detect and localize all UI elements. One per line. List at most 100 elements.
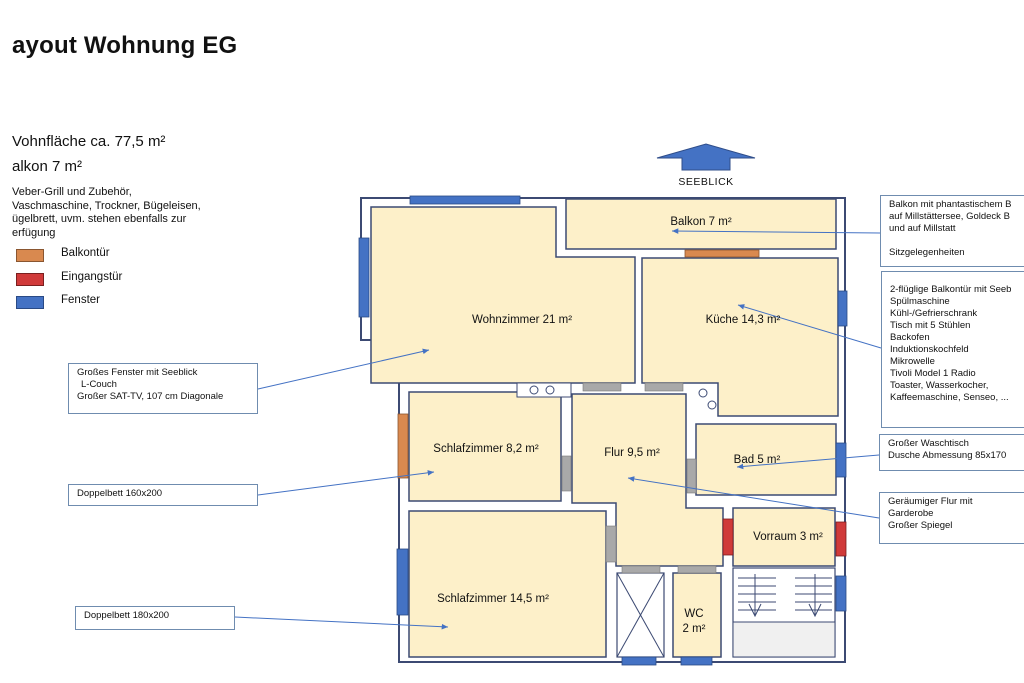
note-line: Induktionskochfeld	[890, 344, 969, 355]
room-label-bad: Bad 5 m²	[733, 454, 781, 466]
window	[621, 656, 657, 666]
interior-door	[677, 565, 717, 574]
callout-arrow	[257, 470, 435, 496]
note-line: Sitzgelegenheiten	[889, 247, 965, 258]
room-wc	[672, 572, 722, 658]
room-bad	[695, 423, 837, 496]
seeblick-arrow-icon	[656, 143, 756, 171]
extras-note-line: Vaschmaschine, Trockner, Bügeleisen,	[12, 200, 201, 214]
seeblick-label: SEEBLICK	[678, 176, 734, 188]
interior-door	[621, 565, 661, 574]
interior-door	[686, 458, 697, 494]
note-line: Kühl-/Gefrierschrank	[890, 308, 978, 319]
note-line: Tisch mit 5 Stühlen	[890, 320, 971, 331]
callout-arrow	[737, 304, 882, 349]
extras-note-line: ügelbrett, uvm. stehen ebenfalls zur	[12, 213, 187, 225]
note-bath: Großer Waschtisch Dusche Abmessung 85x17…	[879, 434, 1024, 471]
room-label-vorraum: Vorraum 3 m²	[753, 531, 823, 543]
room-label-schlafzimmer-2: Schlafzimmer 14,5 m²	[437, 593, 549, 605]
callout-arrow	[257, 348, 430, 390]
page-title: ayout Wohnung EG	[12, 32, 238, 59]
room-label-flur: Flur 9,5 m²	[604, 447, 660, 459]
interior-door	[561, 455, 572, 492]
living-area-text: Vohnfläche ca. 77,5 m²	[12, 133, 166, 150]
note-line: Toaster, Wasserkocher,	[890, 380, 989, 391]
note-line: L-Couch	[81, 379, 117, 390]
room-label-balkon: Balkon 7 m²	[670, 216, 732, 228]
note-line: Backofen	[890, 332, 930, 343]
room-kueche	[641, 257, 839, 417]
room-balkon	[565, 198, 837, 250]
note-line: Großer Waschtisch	[888, 438, 969, 449]
callout-arrow	[234, 616, 449, 630]
room-label-wc: WC	[684, 608, 704, 620]
window	[358, 237, 370, 318]
room-label-wc-area: 2 m²	[682, 623, 706, 635]
installation-shaft	[616, 572, 665, 658]
legend-swatch-fenster	[16, 296, 44, 309]
room-vorraum	[732, 507, 836, 567]
extras-note: Veber-Grill und Zubehör, Vaschmaschine, …	[12, 186, 201, 240]
note-line: Dusche Abmessung 85x170	[888, 450, 1007, 461]
interior-door	[582, 382, 622, 392]
note-line: Großer SAT-TV, 107 cm Diagonale	[77, 391, 224, 402]
balcony-door	[397, 413, 409, 479]
balcony-door	[684, 249, 760, 258]
note-line: Großer Spiegel	[888, 520, 953, 531]
room-flur	[571, 393, 724, 567]
room-label-wohnzimmer: Wohnzimmer 21 m²	[471, 314, 573, 326]
note-line: Balkon mit phantastischem B	[889, 199, 1012, 210]
interior-door	[644, 382, 684, 392]
room-label-schlafzimmer-1: Schlafzimmer 8,2 m²	[433, 443, 539, 455]
fixture-circle	[698, 388, 708, 398]
interior-door	[605, 525, 617, 563]
note-line: Doppelbett 180x200	[84, 610, 170, 621]
window	[837, 290, 848, 327]
legend-swatch-balkontuer	[16, 249, 44, 262]
balcony-area-text: alkon 7 m²	[12, 158, 83, 175]
room-label-kueche: Küche 14,3 m²	[705, 314, 781, 326]
note-line: Geräumiger Flur mit	[888, 496, 973, 507]
note-line	[889, 235, 1016, 247]
room-schlafzimmer-1	[408, 391, 562, 502]
note-bedroom-2: Doppelbett 180x200	[75, 606, 235, 630]
note-line: Doppelbett 160x200	[77, 488, 163, 499]
fixture-circle	[707, 400, 717, 410]
room-schlafzimmer-2	[408, 510, 607, 658]
note-line: und auf Millstatt	[889, 223, 956, 234]
callout-arrow	[736, 454, 880, 470]
note-line: auf Millstättersee, Goldeck B	[889, 211, 1010, 222]
note-hall: Geräumiger Flur mit Garderobe Großer Spi…	[879, 492, 1024, 544]
note-line: Spülmaschine	[890, 296, 950, 307]
window	[835, 442, 847, 478]
note-kitchen: 2-flüglige Balkontür mit Seeb Spülmaschi…	[881, 271, 1024, 428]
extras-note-line: Veber-Grill und Zubehör,	[12, 186, 132, 198]
note-line: 2-flüglige Balkontür mit Seeb	[890, 284, 1012, 295]
legend-label: Eingangstür	[61, 271, 123, 283]
staircase	[732, 567, 836, 658]
window	[680, 656, 713, 666]
legend-label: Fenster	[61, 294, 100, 306]
callout-arrow	[627, 476, 880, 519]
extras-note-line: erfügung	[12, 226, 56, 239]
note-balcony: Balkon mit phantastischem B auf Millstät…	[880, 195, 1024, 267]
legend-swatch-eingangstuer	[16, 273, 44, 286]
note-line: Mikrowelle	[890, 356, 935, 367]
callout-arrow	[671, 228, 881, 234]
note-line: Kaffeemaschine, Senseo, ...	[890, 392, 1009, 403]
window	[396, 548, 409, 616]
sink-fixture	[516, 382, 572, 398]
legend-label: Balkontür	[61, 247, 110, 259]
room-wohnzimmer	[370, 206, 636, 384]
note-living: Großes Fenster mit Seeblick L-Couch Groß…	[68, 363, 258, 414]
entrance-door	[722, 518, 734, 556]
entrance-door	[835, 521, 847, 557]
note-line: Garderobe	[888, 508, 934, 519]
extras-note-part: Vaschmaschine, Trockner, Bügeleisen,	[12, 199, 201, 212]
window	[835, 575, 847, 612]
window	[409, 195, 521, 205]
note-bedroom-1: Doppelbett 160x200	[68, 484, 258, 506]
note-line: Großes Fenster mit Seeblick	[77, 367, 198, 378]
note-line: Tivoli Model 1 Radio	[890, 368, 976, 379]
